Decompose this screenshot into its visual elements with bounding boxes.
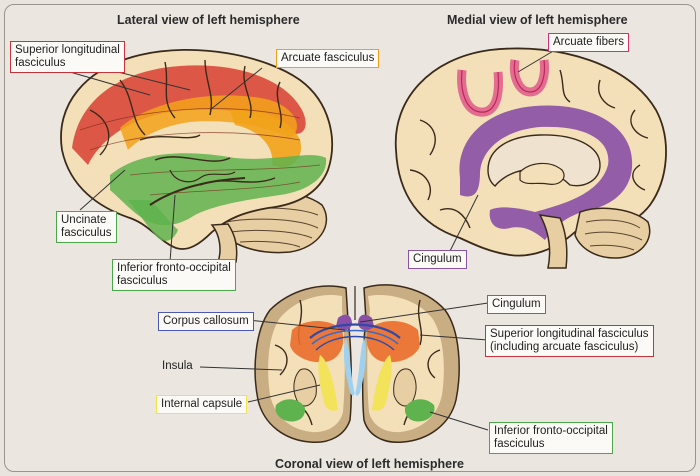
label-internal-capsule: Internal capsule [156, 395, 248, 414]
label-arcuate-fasciculus: Arcuate fasciculus [276, 49, 380, 68]
label-line: Superior longitudinal [15, 44, 120, 56]
label-line: fasciculus [15, 57, 66, 69]
lateral-brain [60, 48, 333, 263]
label-inferior-fronto-occipital-fasciculus-coronal: Inferior fronto-occipital fasciculus [489, 422, 613, 454]
medial-view-title: Medial view of left hemisphere [447, 13, 628, 27]
coronal-view-title: Coronal view of left hemisphere [275, 457, 464, 471]
label-superior-longitudinal-fasciculus-lateral: Superior longitudinal fasciculus [10, 41, 125, 73]
medial-brain [394, 47, 667, 269]
label-cingulum-medial: Cingulum [408, 250, 467, 269]
label-line: Inferior fronto-occipital [117, 262, 231, 274]
label-line: Inferior fronto-occipital [494, 425, 608, 437]
label-line: (including arcuate fasciculus) [490, 341, 639, 353]
label-line: fasciculus [61, 227, 112, 239]
label-line: Uncinate [61, 214, 107, 226]
label-superior-longitudinal-fasciculus-coronal: Superior longitudinal fasciculus (includ… [485, 325, 654, 357]
label-line: fasciculus [494, 438, 545, 450]
label-insula: Insula [162, 360, 193, 372]
label-uncinate-fasciculus: Uncinate fasciculus [56, 211, 117, 243]
label-line: fasciculus [117, 275, 168, 287]
label-inferior-fronto-occipital-fasciculus-lateral: Inferior fronto-occipital fasciculus [112, 259, 236, 291]
coronal-brain [254, 284, 460, 443]
lateral-view-title: Lateral view of left hemisphere [117, 13, 300, 27]
label-line: Superior longitudinal fasciculus [490, 328, 649, 340]
label-corpus-callosum: Corpus callosum [158, 312, 254, 331]
label-cingulum-coronal: Cingulum [487, 295, 546, 314]
label-arcuate-fibers: Arcuate fibers [548, 33, 629, 52]
